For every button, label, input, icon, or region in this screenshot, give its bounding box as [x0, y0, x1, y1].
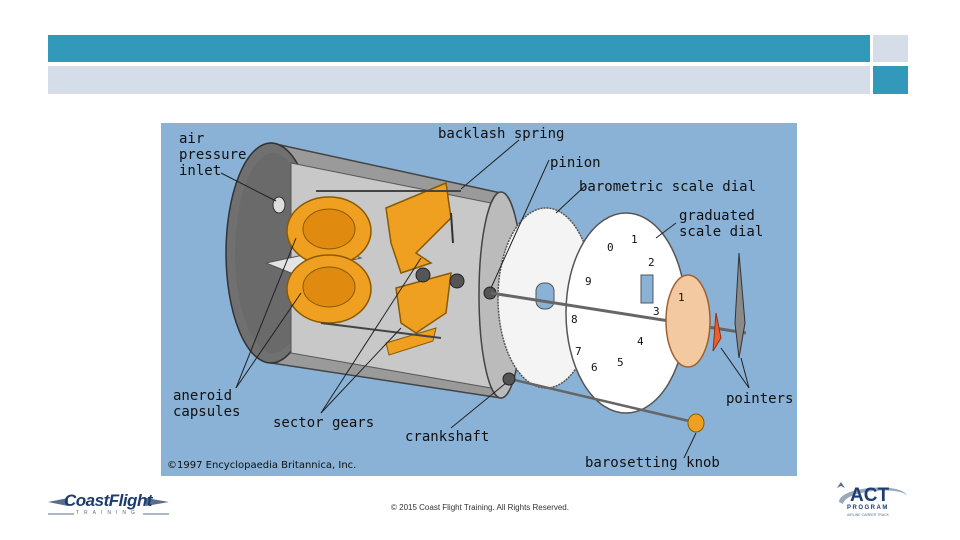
- altimeter-illustration: 0 1 2 3 4 5 6 7 8 9 1: [220, 139, 750, 459]
- label-graduated-scale-dial: graduated scale dial: [679, 208, 764, 240]
- header-square-light: [873, 35, 908, 62]
- dial-number: 4: [637, 335, 644, 348]
- act-swoosh-icon: [837, 482, 907, 504]
- dial-number: 6: [591, 361, 598, 374]
- header-band-blue: [48, 35, 870, 62]
- act-tagline: PROGRAM: [847, 505, 889, 511]
- dial-number: 2: [648, 256, 655, 269]
- inner-dial-number: 1: [678, 291, 685, 304]
- dial-number: 0: [607, 241, 614, 254]
- coast-flight-logo: CoastFlight TRAINING: [46, 488, 171, 520]
- coast-flight-wings-icon: [48, 498, 169, 515]
- header-band-light: [48, 66, 870, 94]
- diagram-copyright: ©1997 Encyclopaedia Britannica, Inc.: [167, 460, 357, 471]
- dial-number: 9: [585, 275, 592, 288]
- label-backlash-spring: backlash spring: [438, 126, 565, 142]
- act-subtitle: AIRLINE CAREER TRACK: [847, 513, 889, 517]
- footer-copyright: © 2015 Coast Flight Training. All Rights…: [391, 503, 569, 512]
- label-barometric-scale-dial: barometric scale dial: [579, 179, 757, 195]
- label-crankshaft: crankshaft: [405, 429, 490, 445]
- dial-number: 7: [575, 345, 582, 358]
- dial-number: 1: [631, 233, 638, 246]
- label-barosetting-knob: barosetting knob: [585, 455, 720, 471]
- label-pointers: pointers: [726, 391, 794, 407]
- act-program-logo: ACT PROGRAM AIRLINE CAREER TRACK: [833, 480, 911, 524]
- label-pinion: pinion: [550, 155, 601, 171]
- act-name: ACT: [850, 485, 890, 506]
- dial-number: 3: [653, 305, 660, 318]
- dial-number: 8: [571, 313, 578, 326]
- header-square-blue: [873, 66, 908, 94]
- coast-flight-tagline: TRAINING: [76, 510, 140, 516]
- label-sector-gears: sector gears: [273, 415, 375, 431]
- dial-number: 5: [617, 356, 624, 369]
- label-aneroid-capsules: aneroid capsules: [173, 388, 241, 420]
- coast-flight-name: CoastFlight: [64, 491, 153, 510]
- altimeter-diagram: 0 1 2 3 4 5 6 7 8 9 1 air pressure inlet…: [161, 123, 797, 476]
- label-air-pressure-inlet: air pressure inlet: [179, 131, 247, 179]
